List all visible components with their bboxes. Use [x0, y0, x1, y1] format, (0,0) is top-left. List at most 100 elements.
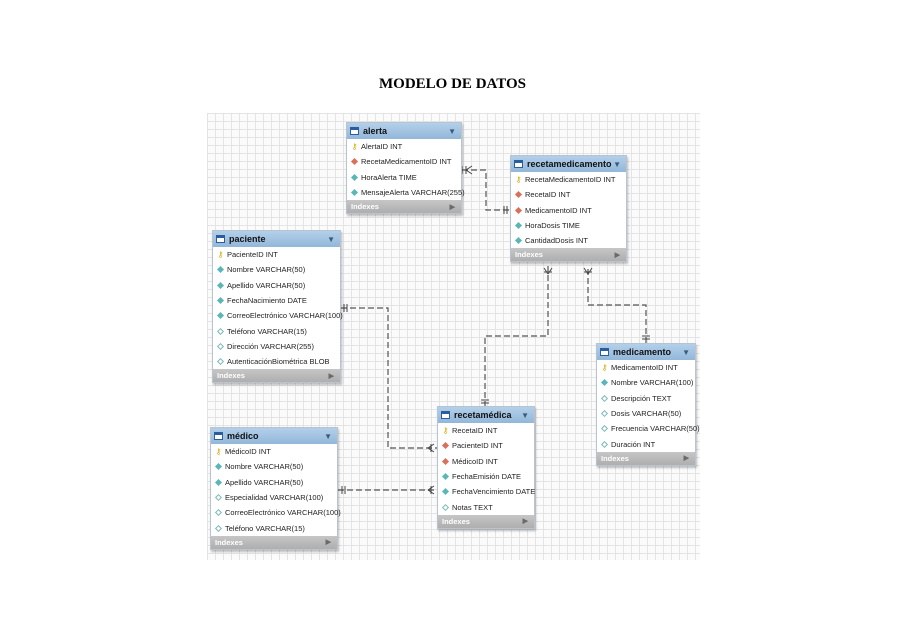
column-label: RecetaMedicamentoID INT [361, 157, 452, 167]
collapse-arrow-icon[interactable]: ▼ [327, 234, 335, 244]
column-row[interactable]: ⚷PacienteID INT [213, 247, 340, 262]
column-row[interactable]: Teléfono VARCHAR(15) [211, 520, 337, 535]
nullable-column-icon [441, 503, 450, 511]
link-alerta-recetamedicamento [462, 169, 512, 211]
column-row[interactable]: MedicamentoID INT [511, 203, 626, 218]
collapse-arrow-icon[interactable]: ▼ [613, 159, 621, 169]
nullable-column-icon [216, 358, 225, 366]
indexes-label: Indexes [215, 537, 243, 547]
not-null-column-icon [216, 281, 225, 289]
table-name: alerta [363, 126, 388, 136]
not-null-column-icon [214, 463, 223, 471]
indexes-section[interactable]: Indexes ▶ [211, 535, 337, 549]
column-row[interactable]: CorreoElectrónico VARCHAR(100) [211, 505, 341, 520]
table-header[interactable]: paciente ▼ [213, 231, 340, 247]
column-row[interactable]: Apellido VARCHAR(50) [211, 475, 337, 490]
column-label: AutenticaciónBiométrica BLOB [227, 357, 330, 367]
column-label: MédicoID INT [225, 447, 271, 457]
column-row[interactable]: HoraAlerta TIME [347, 170, 461, 185]
column-row[interactable]: Nombre VARCHAR(50) [213, 262, 340, 277]
table-name: recetamedicamento [527, 159, 612, 169]
column-label: CantidadDosis INT [525, 236, 588, 246]
column-row[interactable]: ⚷RecetaID INT [438, 423, 534, 438]
collapse-arrow-icon[interactable]: ▼ [324, 431, 332, 441]
column-row[interactable]: Apellido VARCHAR(50) [213, 278, 340, 293]
primary-key-icon: ⚷ [601, 362, 608, 372]
column-row[interactable]: MensajeAlerta VARCHAR(255) [347, 185, 465, 200]
expand-arrow-icon[interactable]: ▶ [449, 203, 455, 211]
column-row[interactable]: FechaEmisión DATE [438, 469, 534, 484]
table-header[interactable]: recetamédica ▼ [438, 407, 534, 423]
table-header[interactable]: alerta ▼ [347, 123, 461, 139]
column-row[interactable]: ⚷RecetaMedicamentoID INT [511, 172, 626, 187]
column-row[interactable]: Duración INT [597, 436, 695, 451]
column-row[interactable]: Nombre VARCHAR(100) [597, 375, 695, 390]
column-label: Especialidad VARCHAR(100) [225, 493, 324, 503]
column-row[interactable]: CorreoElectrónico VARCHAR(100) [213, 308, 343, 323]
column-row[interactable]: Especialidad VARCHAR(100) [211, 490, 337, 505]
column-row[interactable]: RecetaID INT [511, 187, 626, 202]
column-row[interactable]: ⚷MedicamentoID INT [597, 360, 695, 375]
table-header[interactable]: recetamedicamento ▼ [511, 156, 626, 172]
not-null-column-icon [350, 188, 359, 197]
table-recetamedicamento[interactable]: recetamedicamento ▼ ⚷RecetaMedicamentoID… [510, 155, 627, 263]
column-row[interactable]: Dirección VARCHAR(255) [213, 339, 340, 354]
nullable-column-icon [214, 493, 223, 502]
expand-arrow-icon[interactable]: ▶ [328, 372, 334, 380]
table-icon [514, 160, 523, 168]
table-icon [214, 432, 223, 440]
expand-arrow-icon[interactable]: ▶ [614, 251, 620, 259]
column-row[interactable]: FechaNacimiento DATE [213, 293, 340, 308]
nullable-column-icon [600, 425, 609, 433]
primary-key-icon: ⚷ [351, 141, 358, 151]
column-row[interactable]: Teléfono VARCHAR(15) [213, 323, 340, 338]
column-row[interactable]: Descripción TEXT [597, 391, 695, 406]
indexes-label: Indexes [515, 250, 543, 260]
column-label: CorreoElectrónico VARCHAR(100) [225, 508, 341, 518]
not-null-column-icon [350, 173, 359, 181]
column-row[interactable]: CantidadDosis INT [511, 233, 626, 248]
column-row[interactable]: Dosis VARCHAR(50) [597, 406, 695, 421]
column-row[interactable]: RecetaMedicamentoID INT [347, 154, 461, 169]
collapse-arrow-icon[interactable]: ▼ [682, 347, 690, 357]
table-alerta[interactable]: alerta ▼ ⚷AlertaID INT RecetaMedicamentoI… [346, 122, 465, 215]
column-row[interactable]: FechaVencimiento DATE [438, 484, 535, 499]
column-row[interactable]: AutenticaciónBiométrica BLOB [213, 354, 340, 369]
column-row[interactable]: HoraDosis TIME [511, 218, 626, 233]
table-header[interactable]: medicamento ▼ [597, 344, 695, 360]
primary-key-icon: ⚷ [515, 174, 522, 184]
column-label: Apellido VARCHAR(50) [225, 477, 304, 487]
column-row[interactable]: Nombre VARCHAR(50) [211, 459, 337, 474]
column-row[interactable]: ⚷AlertaID INT [347, 139, 461, 154]
nullable-column-icon [214, 509, 223, 517]
expand-arrow-icon[interactable]: ▶ [325, 539, 331, 547]
column-row[interactable]: PacienteID INT [438, 438, 534, 453]
table-header[interactable]: médico ▼ [211, 428, 337, 444]
column-row[interactable]: ⚷MédicoID INT [211, 444, 337, 459]
column-label: Teléfono VARCHAR(15) [225, 523, 305, 533]
column-label: HoraAlerta TIME [361, 172, 417, 182]
column-row[interactable]: Notas TEXT [438, 499, 534, 514]
expand-arrow-icon[interactable]: ▶ [683, 455, 689, 463]
column-label: AlertaID INT [361, 142, 403, 152]
indexes-section[interactable]: Indexes ▶ [597, 451, 695, 465]
indexes-label: Indexes [601, 453, 629, 463]
column-label: PacienteID INT [227, 250, 278, 260]
table-name: medicamento [613, 347, 672, 357]
column-row[interactable]: MédicoID INT [438, 454, 534, 469]
indexes-section[interactable]: Indexes ▶ [511, 248, 626, 262]
indexes-section[interactable]: Indexes ▶ [347, 200, 461, 214]
collapse-arrow-icon[interactable]: ▼ [521, 410, 529, 420]
column-label: RecetaMedicamentoID INT [525, 175, 616, 185]
expand-arrow-icon[interactable]: ▶ [522, 518, 528, 526]
column-row[interactable]: Frecuencia VARCHAR(50) [597, 421, 700, 436]
collapse-arrow-icon[interactable]: ▼ [448, 126, 456, 136]
indexes-section[interactable]: Indexes ▶ [213, 369, 340, 383]
nullable-column-icon [600, 409, 609, 418]
diagram-title: MODELO DE DATOS [379, 76, 526, 92]
indexes-section[interactable]: Indexes ▶ [438, 514, 534, 528]
